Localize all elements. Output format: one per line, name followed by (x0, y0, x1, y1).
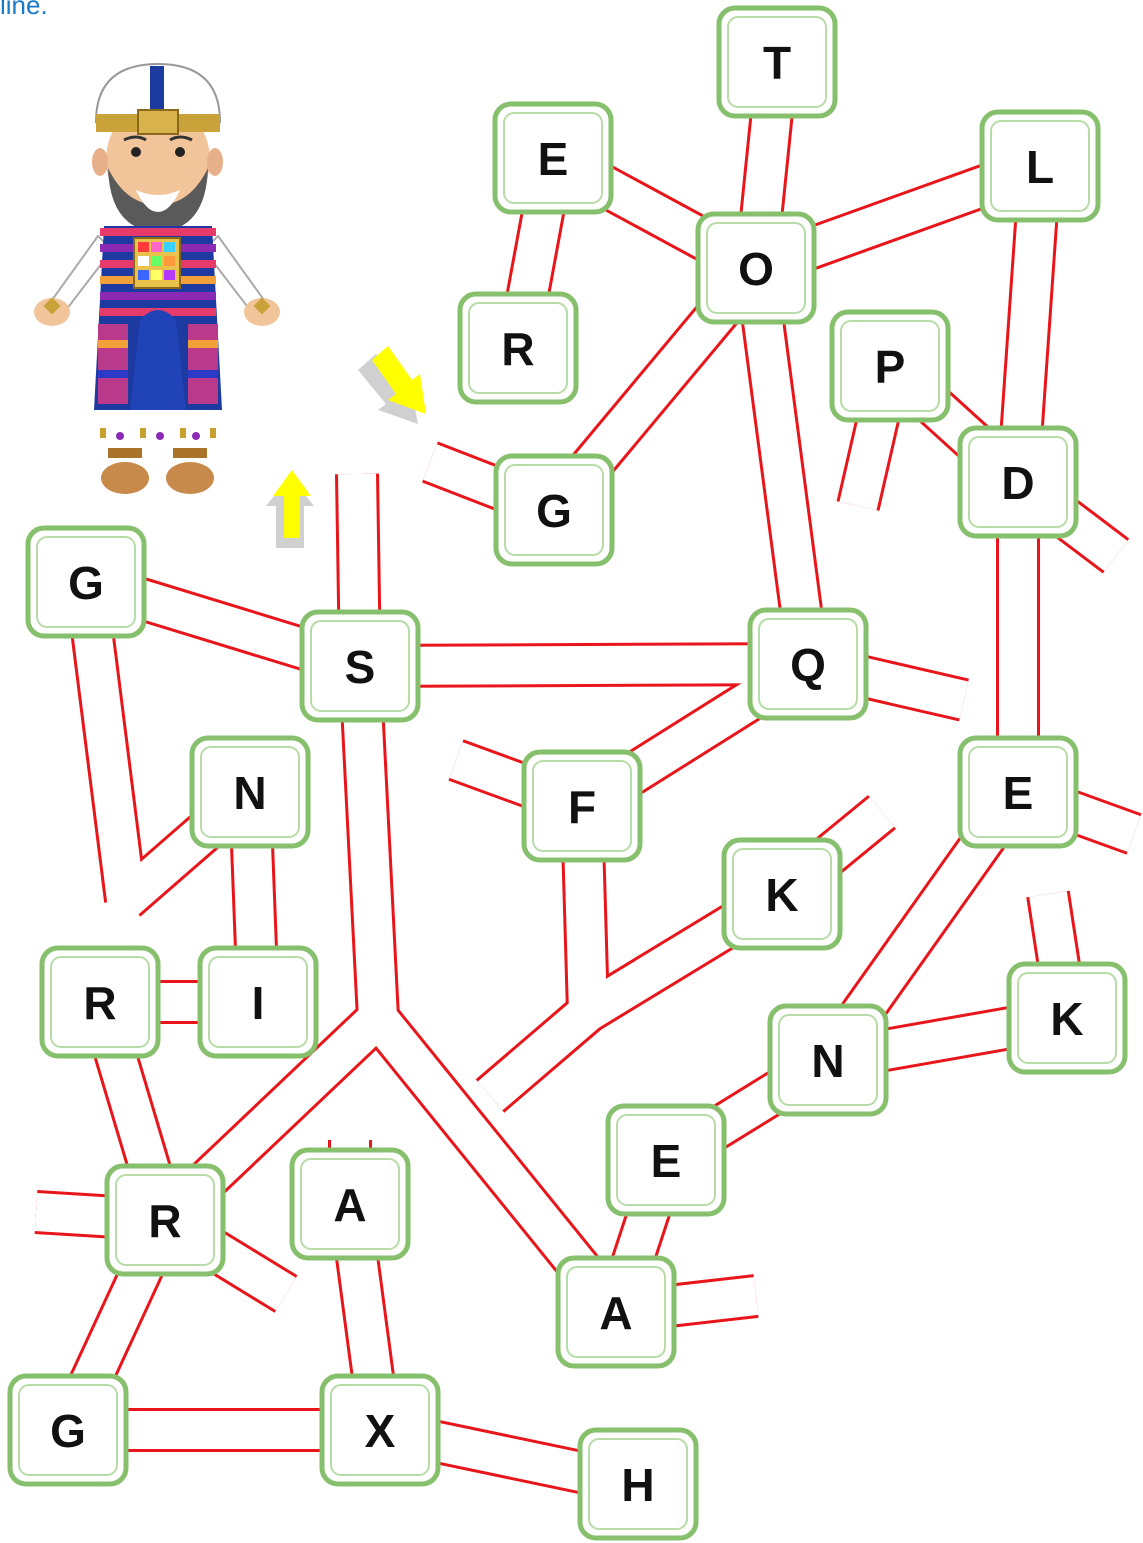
tile-letter: K (765, 869, 798, 921)
tile-letter: S (345, 641, 376, 693)
letter-tile-g-bottom[interactable]: G (10, 1376, 126, 1484)
letter-tile-f-center[interactable]: F (524, 752, 640, 860)
letter-tile-e-right[interactable]: E (960, 738, 1076, 846)
tile-letter: I (252, 977, 265, 1029)
tile-letter: N (811, 1035, 844, 1087)
letter-tile-p-mid[interactable]: P (832, 312, 948, 420)
start-arrow-icon (266, 470, 314, 548)
tile-letter: R (501, 323, 534, 375)
end-arrow-icon (358, 346, 426, 424)
letter-tile-s-center[interactable]: S (302, 612, 418, 720)
letter-tile-n-right[interactable]: N (770, 1006, 886, 1114)
maze-path-segment (490, 1012, 588, 1096)
letter-tile-k-center[interactable]: K (724, 840, 840, 948)
maze-path-joint (569, 993, 607, 1031)
tile-letter: H (621, 1459, 654, 1511)
letter-tile-g-top[interactable]: G (496, 456, 612, 564)
letter-tile-n-left[interactable]: N (192, 738, 308, 846)
maze-path-joint (359, 999, 397, 1037)
letter-tile-o-mid[interactable]: O (698, 214, 814, 322)
tile-letter: L (1026, 141, 1054, 193)
letter-tile-g-left[interactable]: G (28, 528, 144, 636)
high-priest-character (34, 64, 280, 494)
tile-letter: A (333, 1179, 366, 1231)
letter-tile-r-lower[interactable]: R (107, 1166, 223, 1274)
tile-letter: G (50, 1405, 86, 1457)
tile-letter: E (538, 133, 569, 185)
tile-letter: K (1050, 993, 1083, 1045)
letter-tile-h-bottom[interactable]: H (580, 1430, 696, 1538)
letter-tile-k-right[interactable]: K (1009, 964, 1125, 1072)
tile-letter: D (1001, 457, 1034, 509)
tile-letter: R (83, 977, 116, 1029)
letter-tile-l-top[interactable]: L (982, 112, 1098, 220)
letter-tile-a-center[interactable]: A (558, 1258, 674, 1366)
tile-letter: R (148, 1195, 181, 1247)
letter-tile-r-left[interactable]: R (42, 948, 158, 1056)
letter-tile-x-bottom[interactable]: X (322, 1376, 438, 1484)
tile-letter: P (875, 341, 906, 393)
tile-letter: E (651, 1135, 682, 1187)
tile-letter: G (68, 557, 104, 609)
letter-tile-e-top[interactable]: E (495, 104, 611, 212)
letter-tile-d-right[interactable]: D (960, 428, 1076, 536)
tile-letter: F (568, 781, 596, 833)
tile-letter: N (233, 767, 266, 819)
letter-tile-r-top[interactable]: R (460, 294, 576, 402)
letter-tile-i-left[interactable]: I (200, 948, 316, 1056)
letter-tile-q-center[interactable]: Q (750, 610, 866, 718)
maze-path-joint (107, 881, 145, 919)
maze-path-segment (360, 664, 808, 666)
tile-letter: X (365, 1405, 396, 1457)
tile-letter: Q (790, 639, 826, 691)
letter-tile-a-left[interactable]: A (292, 1150, 408, 1258)
letter-tile-t-top[interactable]: T (719, 8, 835, 116)
tile-letter: G (536, 485, 572, 537)
tile-letter: E (1003, 767, 1034, 819)
letter-tile-e-lower[interactable]: E (608, 1106, 724, 1214)
maze-path-segment (756, 268, 808, 664)
tile-letter: A (599, 1287, 632, 1339)
tile-letter: O (738, 243, 774, 295)
tile-letter: T (763, 37, 791, 89)
